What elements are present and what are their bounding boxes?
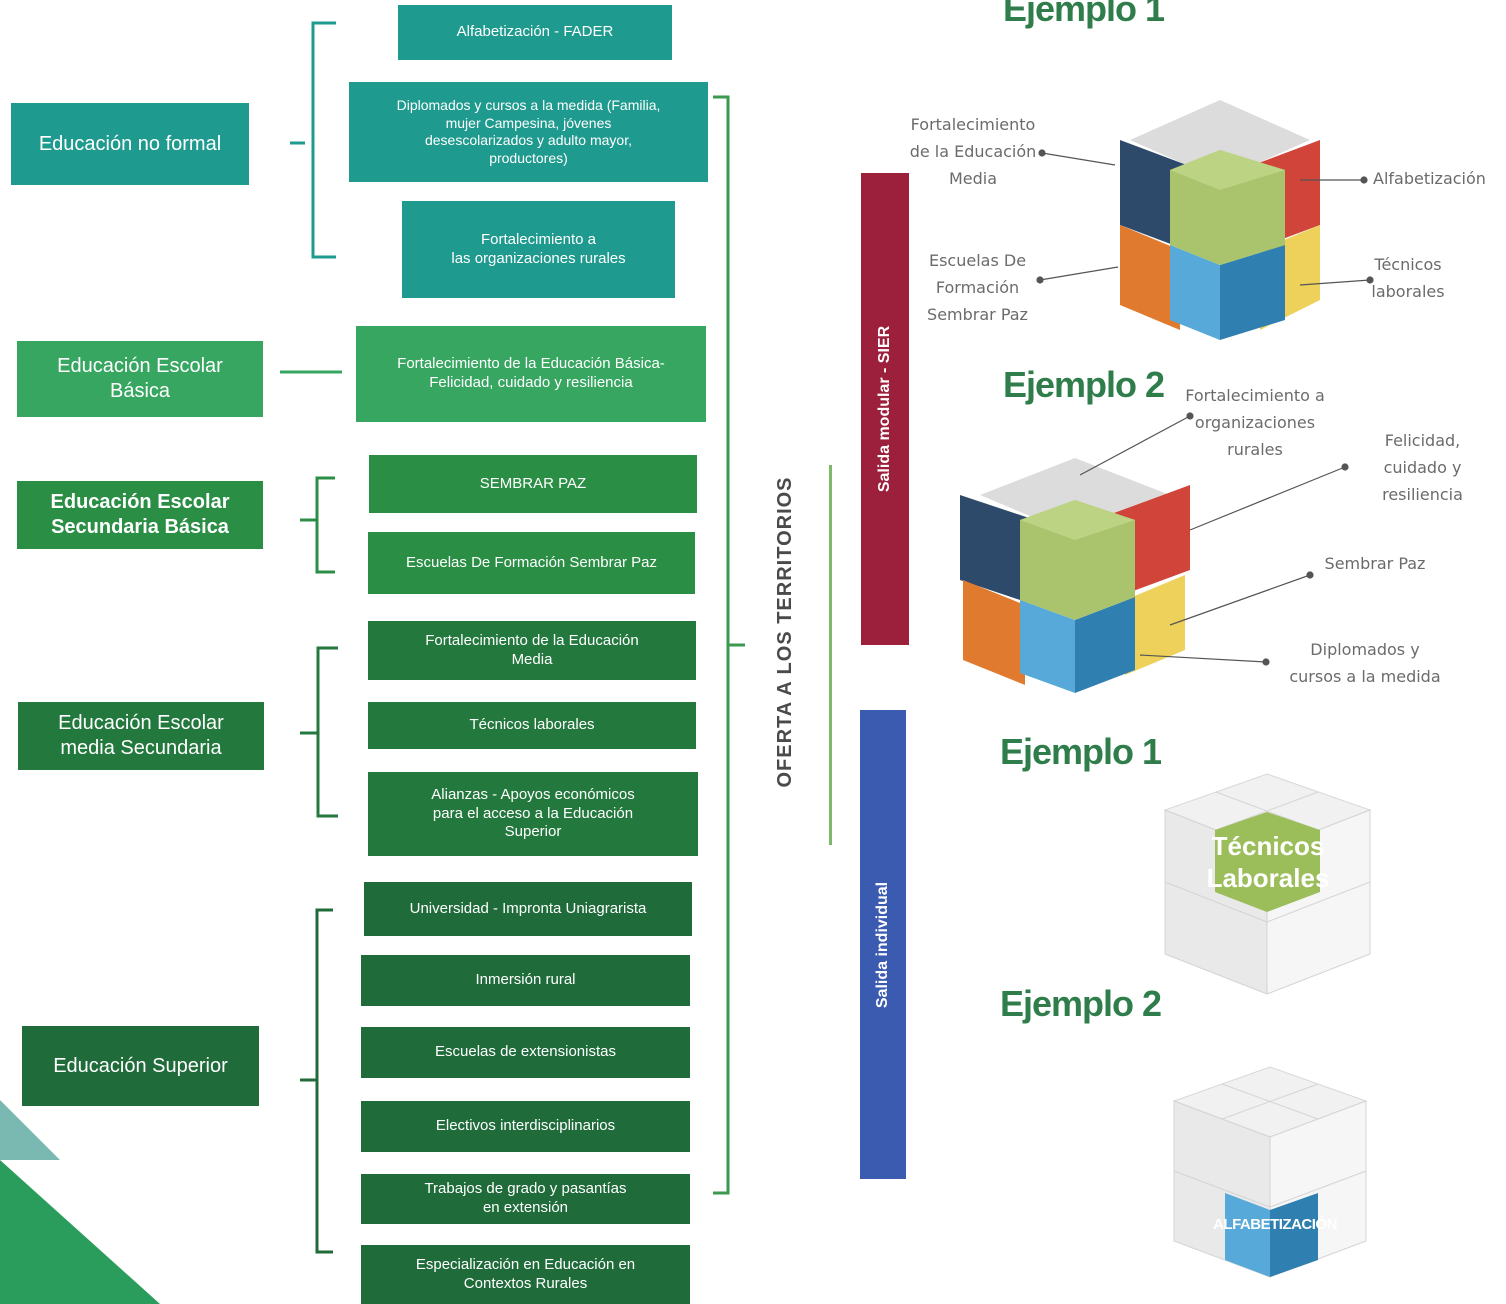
cube-2-leaders xyxy=(1079,412,1349,666)
item-escuelas-extensionistas: Escuelas de extensionistas xyxy=(361,1027,690,1078)
item-electivos: Electivos interdisciplinarios xyxy=(361,1101,690,1152)
white-cube-tecnicos xyxy=(1163,773,1372,995)
oferta-divider xyxy=(829,465,832,845)
colored-cube-1 xyxy=(1120,100,1320,340)
oferta-label: OFERTA A LOS TERRITORIOS xyxy=(770,476,800,787)
category-media-secundaria: Educación Escolar media Secundaria xyxy=(18,702,264,770)
cube-1-leaders xyxy=(1036,149,1374,286)
item-inmersion: Inmersión rural xyxy=(361,955,690,1006)
category-escolar-basica: Educación Escolar Básica xyxy=(17,341,263,417)
item-escuelas-sembrar: Escuelas De Formación Sembrar Paz xyxy=(368,532,695,594)
cube2-label-diplomados: Diplomados y cursos a la medida xyxy=(1289,640,1441,686)
white-cube-alfabetizacion xyxy=(1172,1066,1368,1278)
cube1-label-tecnicos: Técnicos laborales xyxy=(1371,255,1445,301)
category-superior: Educación Superior xyxy=(22,1026,259,1106)
item-trabajos-grado: Trabajos de grado y pasantías en extensi… xyxy=(361,1174,690,1224)
ejemplo-1-top-heading: Ejemplo 1 xyxy=(1003,0,1165,29)
item-fortalecimiento-basica: Fortalecimiento de la Educación Básica- … xyxy=(356,326,706,422)
category-secundaria-basica: Educación Escolar Secundaria Básica xyxy=(17,481,263,549)
item-sembrar-paz: SEMBRAR PAZ xyxy=(369,455,697,513)
ejemplo-2-bottom-heading: Ejemplo 2 xyxy=(1000,983,1162,1024)
cube2-label-fortalecimiento-org: Fortalecimiento a organizaciones rurales xyxy=(1185,386,1325,459)
cube1-label-escuelas: Escuelas De Formación Sembrar Paz xyxy=(927,251,1028,324)
cube1-label-fortalecimiento-media: Fortalecimiento de la Educación Media xyxy=(909,115,1037,188)
item-especializacion: Especialización en Educación en Contexto… xyxy=(361,1245,690,1304)
item-fortalecimiento-org: Fortalecimiento a las organizaciones rur… xyxy=(402,201,675,298)
item-diplomados: Diplomados y cursos a la medida (Familia… xyxy=(349,82,708,182)
item-alfabetizacion: Alfabetización - FADER xyxy=(398,5,672,60)
cube2-label-felicidad: Felicidad, cuidado y resiliencia xyxy=(1382,431,1463,504)
item-universidad: Universidad - Impronta Uniagrarista xyxy=(364,882,692,936)
ejemplo-1-bottom-heading: Ejemplo 1 xyxy=(1000,731,1162,772)
category-no-formal: Educación no formal xyxy=(11,103,249,185)
salida-individual-bar: Salida individual xyxy=(860,710,906,1179)
ejemplo-2-top-heading: Ejemplo 2 xyxy=(1003,364,1165,405)
cube3-text: Técnicos Laborales xyxy=(1206,831,1330,893)
item-fortalecimiento-media: Fortalecimiento de la Educación Media xyxy=(368,621,696,680)
item-tecnicos: Técnicos laborales xyxy=(368,702,696,749)
salida-individual-text: Salida individual xyxy=(874,881,891,1008)
corner-decoration xyxy=(0,1100,160,1304)
colored-cube-2 xyxy=(960,458,1190,693)
oferta-text: OFERTA A LOS TERRITORIOS xyxy=(773,476,796,788)
salida-modular-bar: Salida modular - SIER xyxy=(861,173,909,645)
cube1-label-alfabetizacion: Alfabetización xyxy=(1373,169,1486,188)
connectors xyxy=(280,21,745,1254)
cube2-label-sembrar: Sembrar Paz xyxy=(1324,554,1426,573)
salida-modular-text: Salida modular - SIER xyxy=(876,325,894,493)
cube4-text: ALFABETIZACIÓN xyxy=(1213,1216,1337,1233)
item-alianzas: Alianzas - Apoyos económicos para el acc… xyxy=(368,772,698,856)
